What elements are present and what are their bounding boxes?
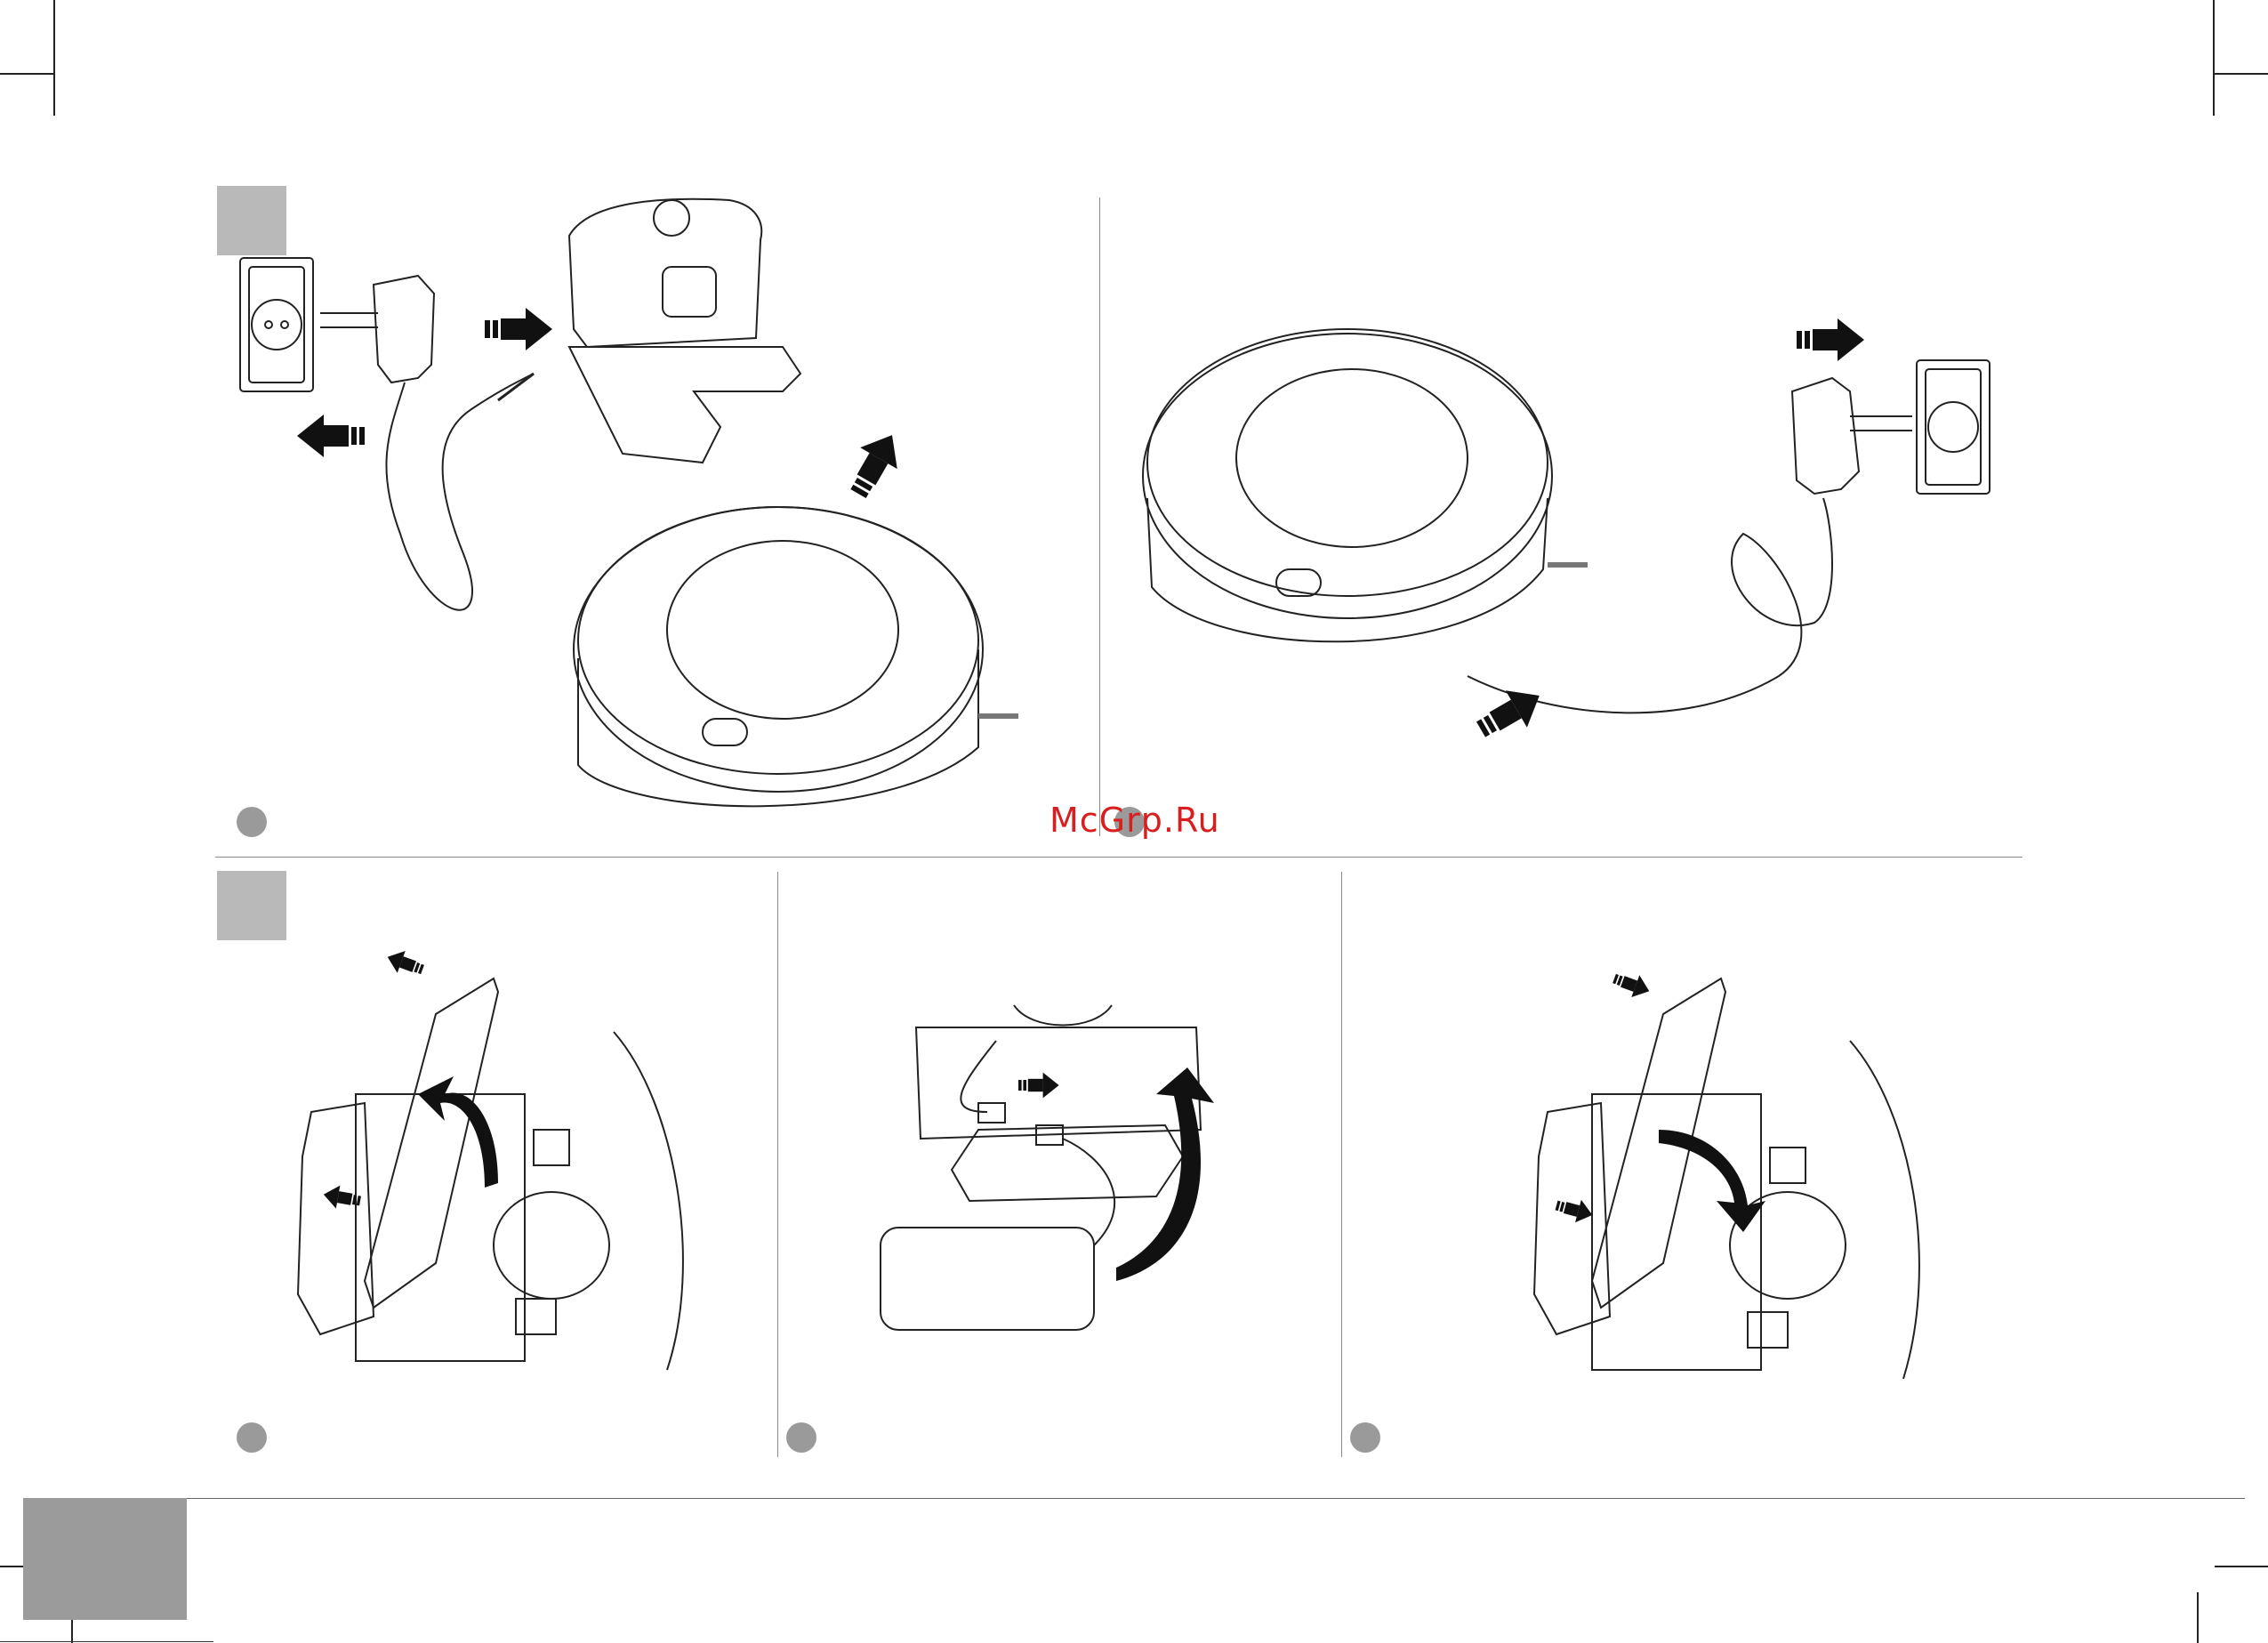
replace-battery-illustration [881,1005,1201,1330]
robot-charging-with-adapter-illustration [1143,329,1990,713]
rotate-arrow-icon [1116,1067,1214,1281]
robot-to-dock-illustration [240,199,1018,807]
watermark-text: McGrp.Ru [1050,801,1220,840]
rotate-arrow-icon [418,1076,498,1188]
